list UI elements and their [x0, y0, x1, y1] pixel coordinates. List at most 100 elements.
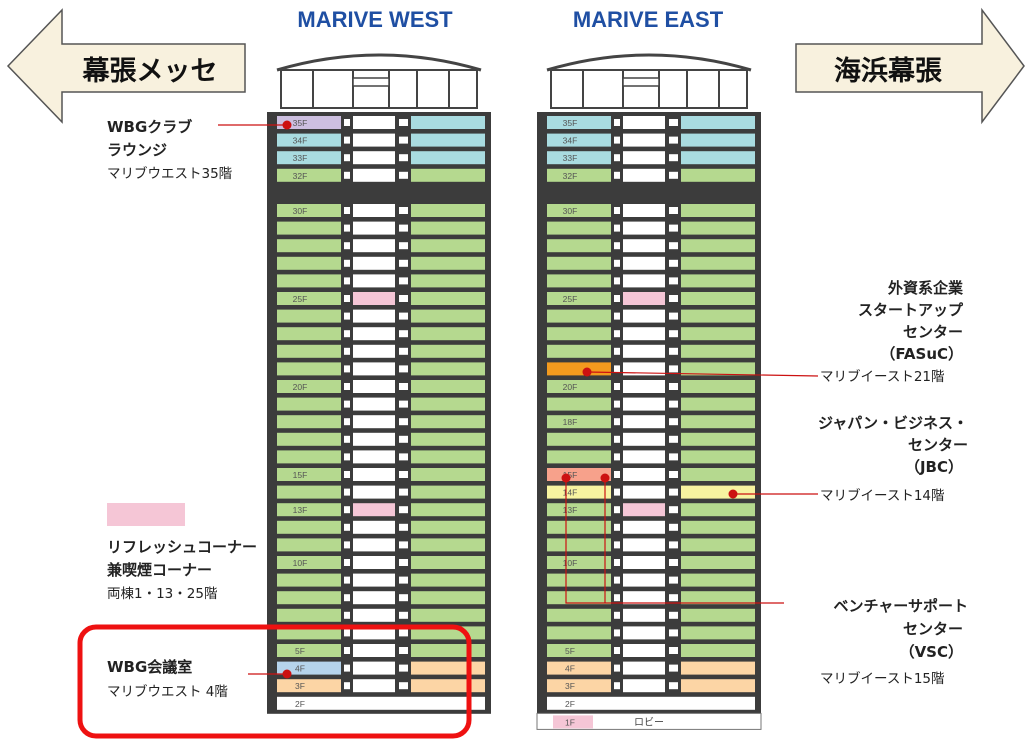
floor-label: 10F — [563, 558, 578, 568]
window-slot — [344, 259, 350, 267]
floor-segment — [681, 256, 755, 270]
floor-segment — [277, 344, 341, 358]
left-arrow-icon[interactable] — [6, 8, 246, 124]
core-segment — [353, 362, 395, 376]
floor-label: 34F — [293, 136, 308, 146]
window-slot — [614, 119, 620, 126]
annotation-line: マリブイースト21階 — [820, 368, 945, 385]
core-segment — [353, 485, 395, 499]
floor-segment — [681, 133, 755, 147]
window-slot — [669, 136, 678, 144]
core-segment — [353, 380, 395, 393]
floor-segment — [277, 309, 341, 323]
floor-segment — [681, 626, 755, 640]
floor-segment — [547, 168, 611, 182]
window-slot — [399, 277, 408, 285]
window-slot — [399, 259, 408, 267]
window-slot — [399, 647, 408, 654]
floor-label: 14F — [563, 488, 578, 498]
floor-label: 30F — [563, 206, 578, 216]
window-slot — [614, 435, 620, 443]
floor-segment — [547, 573, 611, 587]
floor-segment — [411, 327, 485, 341]
core-segment — [353, 450, 395, 464]
floor-segment — [411, 556, 485, 569]
window-slot — [614, 523, 620, 531]
core-segment — [623, 344, 665, 358]
annotation-line: 兼喫煙コーナー — [107, 561, 212, 579]
window-slot — [344, 207, 350, 214]
floor-segment — [547, 644, 611, 657]
right-arrow-icon[interactable] — [795, 7, 1025, 125]
floor-row — [277, 696, 485, 710]
floor-segment — [277, 538, 341, 552]
window-slot — [614, 171, 620, 179]
floor-segment — [547, 679, 611, 693]
floor-segment — [681, 221, 755, 235]
jbc-annotation: ジャパン・ビジネス・ センター （JBC） マリブイースト14階 — [818, 414, 968, 504]
core-segment — [623, 116, 665, 129]
floor-segment — [547, 327, 611, 341]
floor-segment — [547, 520, 611, 534]
window-slot — [399, 119, 408, 126]
annotation-line: センター — [908, 436, 968, 454]
window-slot — [344, 347, 350, 355]
floor-segment — [277, 292, 341, 305]
core-segment — [353, 573, 395, 587]
core-segment — [353, 556, 395, 569]
core-segment — [353, 204, 395, 217]
core-segment — [623, 591, 665, 605]
floor-segment — [277, 327, 341, 341]
core-segment — [353, 344, 395, 358]
right-arrow-label[interactable]: 海浜幕張 — [834, 56, 943, 87]
floor-label: 15F — [563, 470, 578, 480]
floor-label: 30F — [293, 206, 308, 216]
core-segment — [353, 679, 395, 693]
core-segment — [623, 327, 665, 341]
east-tower-title: MARIVE EAST — [573, 7, 724, 32]
floor-segment — [411, 168, 485, 182]
annotation-line: WBGクラブ — [107, 118, 192, 136]
window-slot — [614, 154, 620, 162]
floor-segment — [411, 503, 485, 517]
annotation-line: 両棟1・13・25階 — [107, 586, 217, 602]
floor-segment — [411, 239, 485, 253]
floor-segment — [277, 679, 341, 693]
window-slot — [344, 136, 350, 144]
window-slot — [344, 171, 350, 179]
core-segment — [353, 309, 395, 323]
floor-segment — [411, 133, 485, 147]
floor-label: 20F — [293, 382, 308, 392]
window-slot — [344, 488, 350, 496]
window-slot — [614, 224, 620, 232]
left-arrow-label[interactable]: 幕張メッセ — [82, 56, 218, 87]
window-slot — [614, 347, 620, 355]
window-slot — [344, 224, 350, 232]
core-segment — [623, 432, 665, 446]
floor-label: 25F — [293, 294, 308, 304]
window-slot — [399, 541, 408, 549]
roof-arc — [546, 53, 752, 72]
floor-segment — [547, 397, 611, 411]
core-segment — [623, 168, 665, 182]
window-slot — [399, 559, 408, 566]
floor-segment — [547, 344, 611, 358]
floor-segment — [681, 204, 755, 217]
window-slot — [669, 594, 678, 602]
floor-segment — [681, 116, 755, 129]
window-slot — [614, 506, 620, 514]
annotation-line: （VSC） — [900, 643, 963, 661]
window-slot — [344, 629, 350, 637]
floor-segment — [411, 397, 485, 411]
window-slot — [669, 383, 678, 390]
core-segment — [623, 133, 665, 147]
window-slot — [669, 400, 678, 408]
window-slot — [614, 400, 620, 408]
annotation-line: マリブイースト14階 — [820, 487, 945, 504]
core-segment — [623, 520, 665, 534]
floor-segment — [411, 432, 485, 446]
floor-segment — [681, 362, 755, 376]
floor-segment — [681, 468, 755, 481]
window-slot — [344, 471, 350, 478]
